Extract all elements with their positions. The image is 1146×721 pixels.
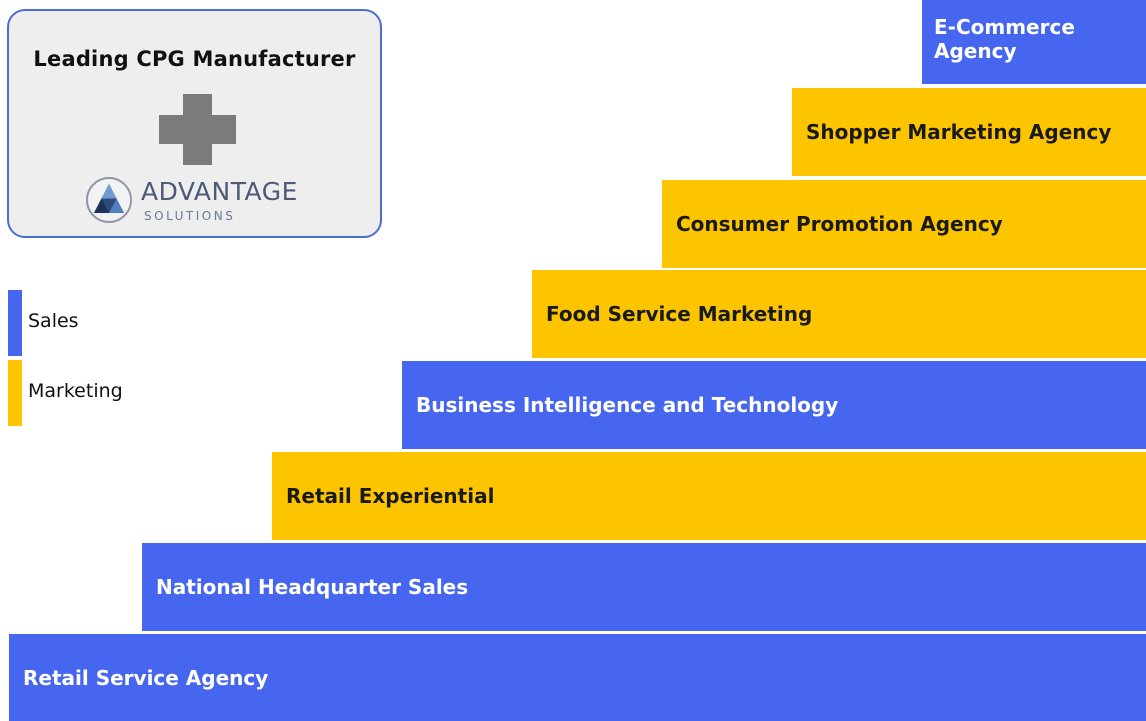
- advantage-triangle-logo-icon: [86, 177, 132, 223]
- legend-swatch-sales: [8, 290, 22, 356]
- step-label: Retail Service Agency: [23, 665, 269, 690]
- step-label: Retail Experiential: [286, 484, 495, 508]
- legend-swatch-marketing: [8, 360, 22, 426]
- step-business-intelligence-and-technology: Business Intelligence and Technology: [402, 361, 1146, 449]
- step-food-service-marketing: Food Service Marketing: [532, 270, 1146, 358]
- step-label: Business Intelligence and Technology: [416, 393, 839, 417]
- step-consumer-promotion-agency: Consumer Promotion Agency: [662, 180, 1146, 268]
- plus-icon: [159, 94, 236, 165]
- step-national-headquarter-sales: National Headquarter Sales: [142, 543, 1146, 631]
- logo-name: ADVANTAGE: [141, 177, 298, 206]
- step-label: Shopper Marketing Agency: [806, 120, 1112, 144]
- step-label: National Headquarter Sales: [156, 575, 469, 599]
- step-shopper-marketing-agency: Shopper Marketing Agency: [792, 88, 1146, 176]
- company-card: Leading CPG Manufacturer ADVANTAGE SOLUT…: [7, 9, 382, 238]
- advantage-solutions-logo: ADVANTAGE SOLUTIONS: [84, 171, 324, 231]
- step-label: Food Service Marketing: [546, 302, 813, 326]
- legend-label-sales: Sales: [28, 310, 79, 332]
- logo-subtitle: SOLUTIONS: [144, 209, 236, 223]
- step-label: E-Commerce Agency: [934, 15, 1075, 63]
- step-retail-service-agency: Retail Service Agency: [9, 634, 1146, 721]
- step-e-commerce-agency: E-Commerce Agency: [922, 0, 1146, 84]
- card-title: Leading CPG Manufacturer: [33, 47, 356, 71]
- legend-label-marketing: Marketing: [28, 380, 123, 402]
- step-retail-experiential: Retail Experiential: [272, 452, 1146, 540]
- step-label: Consumer Promotion Agency: [676, 212, 1003, 236]
